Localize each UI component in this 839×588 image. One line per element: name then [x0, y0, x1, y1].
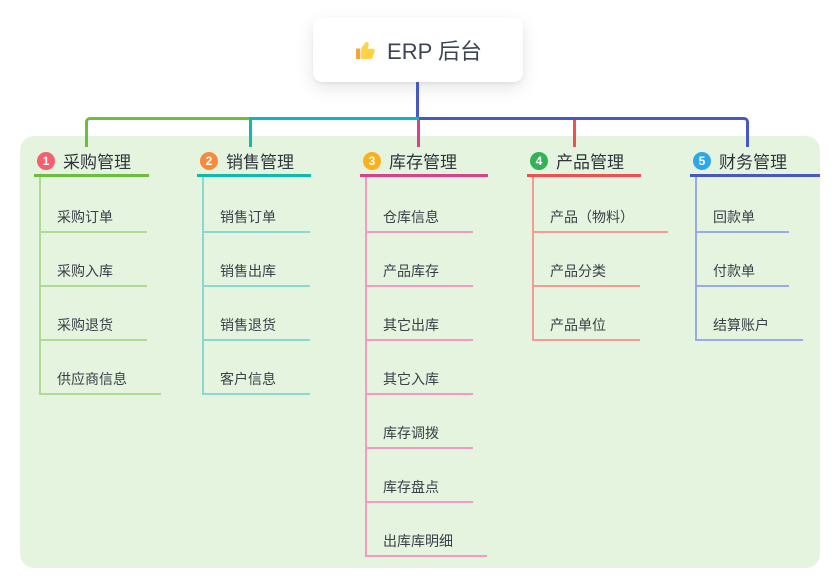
thumbs-up-icon [354, 38, 378, 62]
branch-title: 财务管理 [719, 153, 787, 172]
node-product-stock[interactable]: 产品库存 [365, 259, 473, 287]
branch-title: 库存管理 [389, 153, 457, 172]
node-other-outbound[interactable]: 其它出库 [365, 313, 473, 341]
node-sales-outbound[interactable]: 销售出库 [202, 259, 310, 287]
node-other-inbound[interactable]: 其它入库 [365, 367, 473, 395]
node-sales-order[interactable]: 销售订单 [202, 205, 310, 233]
branch-title: 产品管理 [556, 153, 624, 172]
branch-5-child-spine [695, 177, 697, 341]
node-purchase-return[interactable]: 采购退货 [39, 313, 147, 341]
connector-drop-branch-2 [249, 117, 252, 147]
connector-bus-left-green [85, 117, 252, 147]
node-sales-return[interactable]: 销售退货 [202, 313, 310, 341]
root-title: ERP 后台 [387, 39, 482, 64]
branch-header-inventory[interactable]: 3 库存管理 [360, 147, 488, 177]
branch-3-child-spine [365, 177, 367, 557]
branch-header-product[interactable]: 4 产品管理 [527, 147, 641, 177]
branch-header-finance[interactable]: 5 财务管理 [690, 147, 820, 177]
connector-bus-teal [252, 117, 419, 120]
branches-panel [20, 136, 820, 568]
branch-badge-2: 2 [200, 151, 218, 170]
node-stock-count[interactable]: 库存盘点 [365, 475, 473, 503]
node-product-category[interactable]: 产品分类 [532, 259, 640, 287]
branch-title: 采购管理 [63, 153, 131, 172]
node-purchase-order[interactable]: 采购订单 [39, 205, 147, 233]
node-outbound-detail[interactable]: 出库库明细 [365, 529, 487, 557]
node-payment-bill[interactable]: 付款单 [695, 259, 789, 287]
branch-header-purchase[interactable]: 1 采购管理 [34, 147, 149, 177]
node-supplier-info[interactable]: 供应商信息 [39, 367, 161, 395]
branch-badge-4: 4 [530, 151, 548, 170]
branch-title: 销售管理 [226, 153, 294, 172]
node-customer-info[interactable]: 客户信息 [202, 367, 310, 395]
node-receipt-bill[interactable]: 回款单 [695, 205, 789, 233]
node-product-material[interactable]: 产品（物料） [532, 205, 668, 233]
branch-badge-5: 5 [693, 151, 711, 170]
branch-badge-3: 3 [363, 151, 381, 170]
branch-4-child-spine [532, 177, 534, 341]
connector-drop-branch-4 [573, 120, 576, 147]
node-warehouse-info[interactable]: 仓库信息 [365, 205, 473, 233]
root-node-erp[interactable]: ERP 后台 [313, 18, 523, 82]
root-trunk-line [416, 82, 419, 117]
connector-drop-branch-3 [417, 120, 420, 147]
node-settlement-account[interactable]: 结算账户 [695, 313, 803, 341]
node-purchase-inbound[interactable]: 采购入库 [39, 259, 147, 287]
node-product-unit[interactable]: 产品单位 [532, 313, 640, 341]
branch-badge-1: 1 [37, 151, 55, 170]
branch-header-sales[interactable]: 2 销售管理 [197, 147, 311, 177]
connector-bus-right-blue [419, 117, 749, 147]
node-stock-transfer[interactable]: 库存调拨 [365, 421, 473, 449]
